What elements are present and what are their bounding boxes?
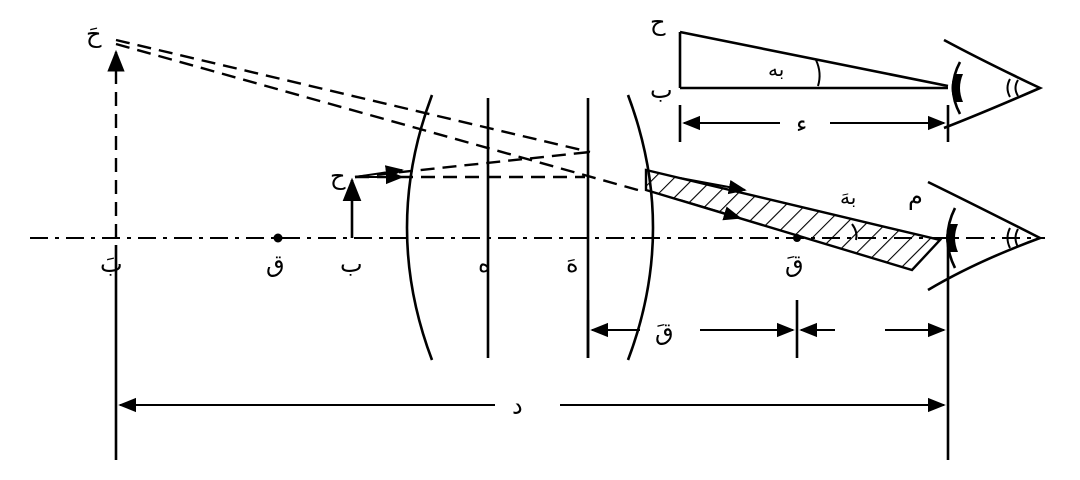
label-image-base: بَ [100,250,123,278]
label-image-top: حَ [86,20,102,48]
virtual-ray-upper [115,38,591,154]
virtual-ray-lower [115,42,646,194]
eye-angle-arc [851,223,858,241]
label-focus-right: قَ [785,250,804,278]
label-inset-distance: ء [796,110,807,138]
label-focal-dim: قَ [655,318,674,346]
label-angle-prime: بهَ [840,185,856,209]
label-object-top: ح [330,162,346,190]
label-focus-left: ق [266,250,285,278]
inset-diagram [678,30,1044,142]
label-principal-h: ه [478,250,491,278]
focus-left-dot [273,233,283,243]
label-inset-angle: به [768,57,784,81]
label-object-base: ب [340,250,363,278]
focus-right-dot [793,234,801,242]
eye-icon [927,180,1044,292]
label-eye-point: م [908,182,923,210]
label-inset-base: ب [650,76,673,104]
inset-eye-icon [943,38,1044,130]
emergent-beam-hatched [644,168,943,272]
right-lens-surface [626,94,655,361]
label-inset-top: ح [650,8,666,36]
beam-arrow-upper [679,177,747,195]
label-distance: د [512,392,523,420]
left-lens-surface [405,94,434,361]
beam-arrow-lower [679,199,742,221]
label-principal-h-prime: هَ [566,250,579,278]
object-ray-oblique [354,150,591,179]
